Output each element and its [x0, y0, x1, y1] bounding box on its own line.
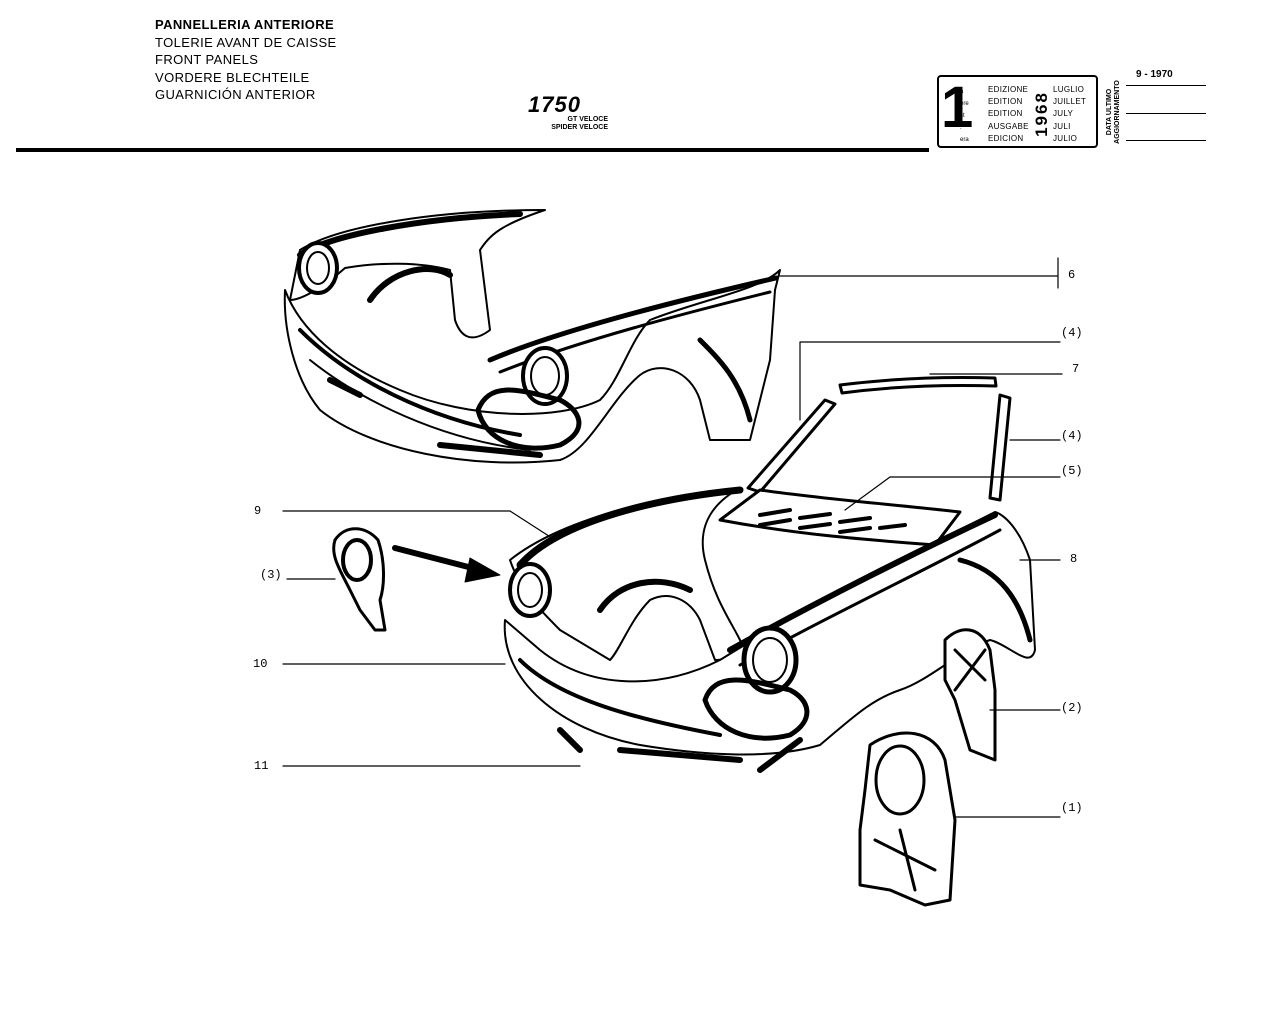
edition-suffix: . [960, 125, 962, 131]
callout-7: 7 [1072, 362, 1080, 376]
title-french: TOLERIE AVANT DE CAISSE [155, 34, 337, 50]
header-rule [16, 148, 929, 152]
callout-1: (1) [1061, 801, 1083, 815]
model-number: 1750 [528, 92, 581, 117]
leader-line [844, 476, 1061, 511]
front-body-shell-lower [503, 486, 1036, 773]
edition-word: AUSGABE [988, 121, 1029, 131]
title-italian: PANNELLERIA ANTERIORE [155, 17, 335, 32]
edition-month: JULY [1053, 109, 1074, 119]
edition-words: EDIZIONE EDITION EDITION AUSGABE EDICION [988, 84, 1029, 145]
headlamp-ring-bracket [332, 527, 387, 632]
windscreen-pillars [746, 375, 1012, 502]
leader-line [282, 510, 556, 541]
edition-number: 1 [941, 75, 974, 140]
edition-suffix: era [960, 137, 969, 143]
callout-9: 9 [254, 504, 262, 518]
front-body-shell-upper [283, 209, 781, 464]
variant-gt-veloce: GT VELOCE [567, 116, 608, 123]
edition-months: LUGLIO JUILLET JULY JULI JULIO [1053, 84, 1086, 145]
callout-8: 8 [1070, 552, 1078, 566]
splash-shield-panel [858, 731, 957, 907]
edition-month: JULI [1053, 121, 1071, 131]
edition-suffix: ere [960, 101, 969, 107]
title-block: PANNELLERIA ANTERIORE TOLERIE AVANT DE C… [155, 16, 337, 104]
inner-wheel-arch-panel [943, 628, 997, 762]
callout-11: 11 [254, 759, 269, 773]
leader-line [799, 341, 1061, 421]
edition-box [937, 75, 1098, 148]
cowl-vent-panel [718, 488, 962, 547]
edition-word: EDITION [988, 109, 1023, 119]
variant-spider-veloce: SPIDER VELOCE [551, 124, 608, 131]
callout-6: 6 [1068, 268, 1076, 282]
callout-4-upper: (4) [1061, 326, 1083, 340]
edition-suffixes: a ere st . era [960, 86, 969, 146]
edition-month: JULIO [1053, 133, 1078, 143]
title-english: FRONT PANELS [155, 52, 259, 67]
edition-suffix: a [960, 89, 964, 95]
title-spanish: GUARNICIÓN ANTERIOR [155, 87, 316, 102]
callout-4-lower: (4) [1061, 429, 1083, 443]
edition-month: LUGLIO [1053, 85, 1085, 94]
update-line [1126, 113, 1206, 114]
title-german: VORDERE BLECHTEILE [155, 69, 310, 85]
edition-word: EDIZIONE [988, 85, 1029, 94]
callout-2: (2) [1061, 701, 1083, 715]
arrow-shaft [392, 545, 483, 573]
edition-word: EDITION [988, 97, 1023, 107]
edition-month: JUILLET [1053, 97, 1087, 107]
edition-suffix: st [960, 113, 965, 119]
callout-3: (3) [260, 568, 282, 582]
last-update-date: 9 - 1970 [1136, 69, 1173, 80]
edition-word: EDICION [988, 133, 1024, 143]
update-line [1126, 140, 1206, 141]
arrow-head [464, 557, 501, 583]
model-variants: GT VELOCE SPIDER VELOCE [530, 116, 608, 132]
callout-5: (5) [1061, 464, 1083, 478]
update-line [1126, 85, 1206, 86]
callout-10: 10 [253, 657, 268, 671]
